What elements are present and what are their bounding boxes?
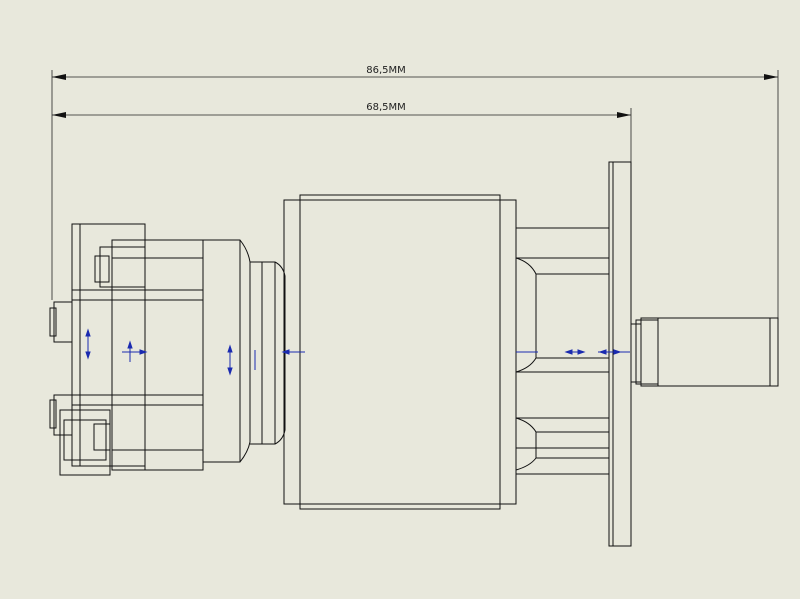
- rear-connector-housing: [49, 223, 204, 476]
- body-length-label: 68,5MM: [366, 102, 406, 113]
- mounting-flange: [608, 161, 632, 547]
- motor-body: [283, 194, 517, 510]
- dimension-overall: 86,5MM: [51, 65, 779, 385]
- axis-markers: [85, 328, 630, 376]
- output-shaft: [630, 317, 779, 387]
- front-housing: [515, 227, 610, 475]
- overall-length-label: 86,5MM: [366, 65, 406, 76]
- dimension-body: 68,5MM: [52, 102, 632, 162]
- neck-section: [202, 239, 286, 463]
